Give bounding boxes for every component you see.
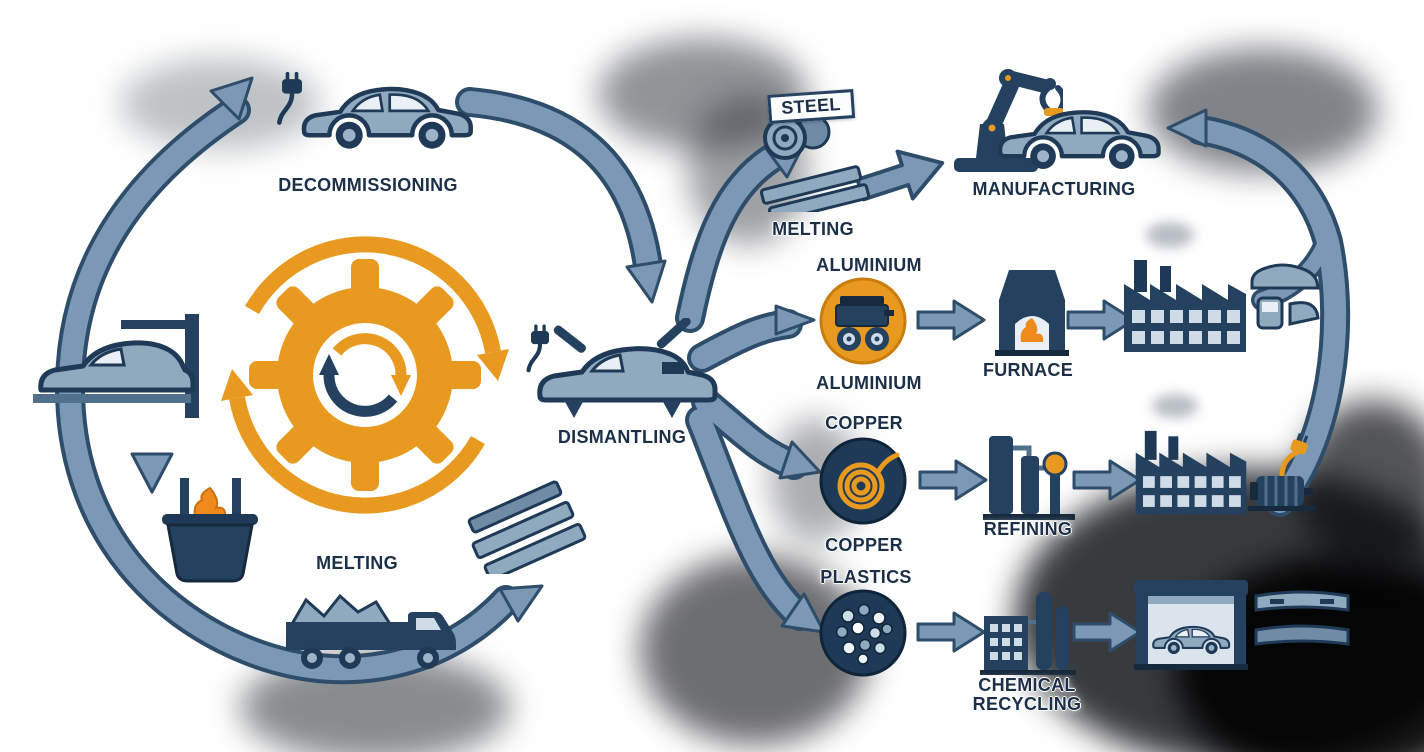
copper-coil-circle-icon bbox=[818, 436, 908, 531]
arrow-melting-to-manufacturing bbox=[855, 149, 945, 202]
aluminium-top-label: ALUMINIUM bbox=[816, 255, 922, 275]
arrow-decommissioning-to-dismantling bbox=[459, 91, 659, 277]
steel-coil-beams-icon bbox=[755, 112, 873, 223]
manufacturing-label: MANUFACTURING bbox=[972, 179, 1136, 199]
melting-pot-icon bbox=[150, 478, 270, 589]
copper-top-label: COPPER bbox=[825, 413, 903, 433]
melting-left-label: MELTING bbox=[316, 553, 398, 573]
garage-car-icon bbox=[1132, 572, 1250, 675]
melting-right-label: MELTING bbox=[772, 219, 854, 239]
recycle-gear-icon bbox=[215, 225, 515, 530]
chemical-recycling-line2: RECYCLING bbox=[972, 694, 1082, 714]
engine-circle-icon bbox=[818, 276, 908, 371]
arrow-dismantling-to-steel bbox=[679, 141, 793, 329]
furnace-label: FURNACE bbox=[982, 360, 1074, 380]
chemical-recycling-label: CHEMICAL RECYCLING bbox=[967, 676, 1087, 714]
arrow-chemical-to-garage bbox=[1072, 611, 1142, 653]
manufactured-car-icon bbox=[993, 98, 1165, 183]
arrow-aluminium-to-furnace bbox=[916, 299, 986, 341]
factory-electric-motor-icon bbox=[1132, 418, 1322, 527]
plastic-pellets-circle-icon bbox=[818, 588, 908, 683]
scrap-truck-icon bbox=[278, 578, 468, 683]
copper-bottom-label: COPPER bbox=[825, 535, 903, 555]
refining-label: REFINING bbox=[983, 519, 1073, 539]
car-bumpers-icon bbox=[1250, 586, 1355, 671]
chemical-plant-icon bbox=[980, 572, 1076, 681]
plastics-label: PLASTICS bbox=[820, 567, 912, 587]
dismantled-car-icon bbox=[512, 316, 720, 431]
steel-beams-icon bbox=[465, 462, 597, 581]
steel-tag-label: STEEL bbox=[767, 89, 855, 124]
arrow-plastics-to-chemical bbox=[916, 611, 986, 653]
factory-car-parts-icon bbox=[1120, 242, 1325, 359]
chemical-recycling-line1: CHEMICAL bbox=[978, 675, 1076, 695]
arrow-furnace-to-factory bbox=[1066, 299, 1136, 341]
arrow-refining-to-factory bbox=[1072, 459, 1142, 501]
refinery-columns-icon bbox=[983, 422, 1075, 527]
car-with-plug-icon bbox=[272, 62, 477, 177]
dismantling-label: DISMANTLING bbox=[557, 427, 687, 447]
arrow-copper-to-refining bbox=[918, 459, 988, 501]
furnace-icon bbox=[993, 262, 1071, 363]
car-on-lift-icon bbox=[25, 310, 210, 427]
aluminium-bottom-label: ALUMINIUM bbox=[816, 373, 922, 393]
decommissioning-label: DECOMMISSIONING bbox=[278, 175, 458, 195]
